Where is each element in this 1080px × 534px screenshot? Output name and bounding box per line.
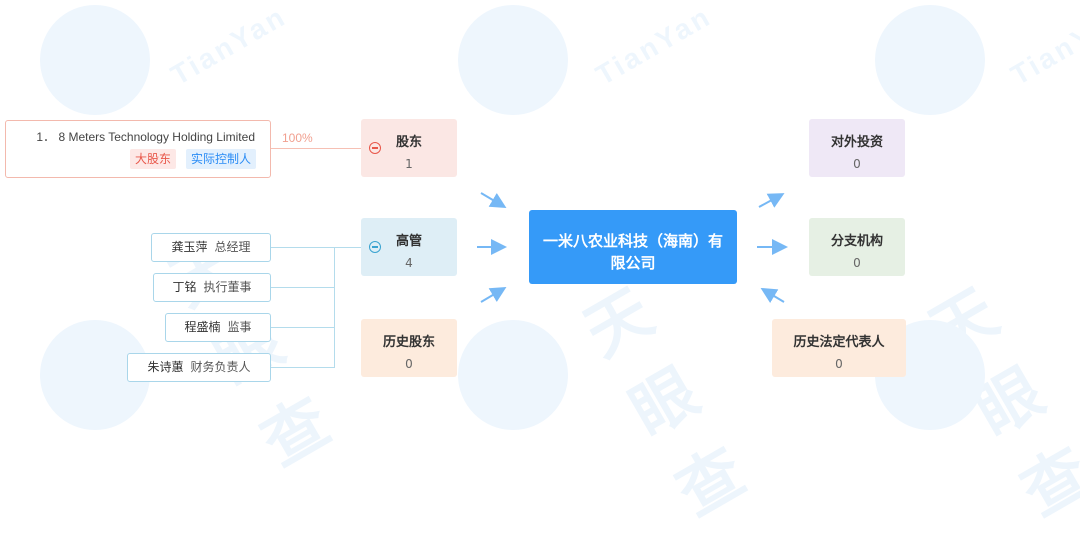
major-shareholder-tag: 大股东: [129, 149, 176, 169]
collapse-icon[interactable]: [369, 142, 381, 154]
connector-line: [271, 367, 335, 368]
connector-line: [334, 247, 361, 248]
shareholder-name: 1． 8 Meters Technology Holding Limited: [36, 130, 255, 144]
history-shareholders-node[interactable]: 历史股东 0: [361, 319, 457, 377]
arrow-icon: [480, 192, 507, 209]
connector-line: [334, 247, 335, 368]
arrow-icon: [760, 287, 785, 304]
investments-node[interactable]: 对外投资 0: [809, 119, 905, 177]
shareholder-card[interactable]: 1． 8 Meters Technology Holding Limited 大…: [5, 120, 271, 178]
executive-item[interactable]: 丁铭执行董事: [153, 273, 271, 302]
actual-controller-tag: 实际控制人: [185, 149, 256, 169]
connector-line: [271, 247, 335, 248]
executive-item[interactable]: 龚玉萍总经理: [151, 233, 271, 262]
executive-item[interactable]: 程盛楠监事: [165, 313, 271, 342]
branches-node[interactable]: 分支机构 0: [809, 218, 905, 276]
arrow-icon: [758, 193, 785, 208]
executive-item[interactable]: 朱诗蕙财务负责人: [127, 353, 271, 382]
center-company-node[interactable]: 一米八农业科技（海南）有限公司: [529, 210, 737, 284]
collapse-icon[interactable]: [369, 241, 381, 253]
connector-line: [271, 148, 361, 149]
connector-line: [271, 287, 335, 288]
flow-arrows: [477, 192, 788, 304]
shareholders-node[interactable]: 股东 1: [361, 119, 457, 177]
arrow-icon: [480, 286, 507, 303]
connector-line: [271, 327, 335, 328]
history-legal-rep-node[interactable]: 历史法定代表人 0: [772, 319, 906, 377]
holding-percent: 100%: [282, 131, 313, 145]
